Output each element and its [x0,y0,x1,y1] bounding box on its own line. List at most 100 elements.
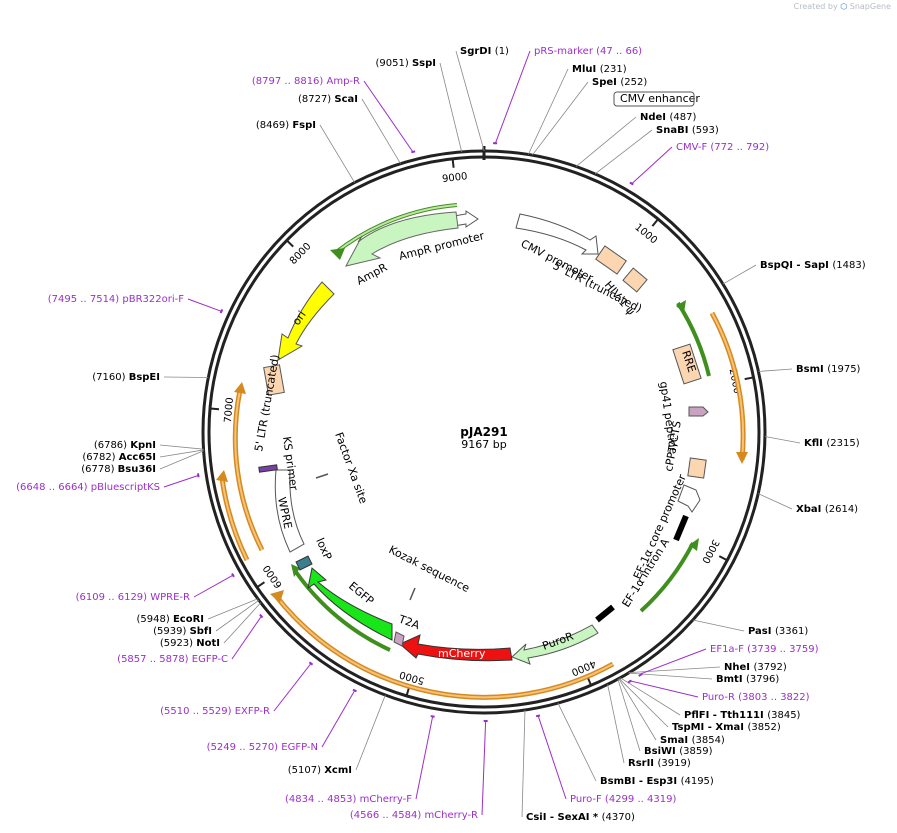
primer-leader-line [415,715,434,800]
restriction-site-label: BsmBI - Esp3I (4195) [600,776,714,787]
ruler-tick-label: 3000 [699,537,721,565]
site-name: Bsu36I [118,464,156,475]
restriction-site-label: PasI (3361) [748,626,808,637]
orf-track-right-arrow [736,452,748,464]
site-leader-line [758,368,793,372]
restriction-site-label: BsmI (1975) [796,364,861,375]
factorxa-label: Factor Xa site [332,431,370,506]
site-name: SgrDI [460,46,495,57]
site-position: (2315) [826,438,859,449]
ruler-tick-label: 9000 [442,171,469,185]
site-name: XbaI [796,504,825,515]
primer-label: CMV-F (772 .. 792) [676,142,769,153]
primer-leader-line [231,615,263,660]
site-name: BsmBI - Esp3I [600,776,681,787]
primer-leader-line [630,146,673,185]
primer-label: (6648 .. 6664) pBluescriptKS [16,482,160,493]
ruler-tick-label: 7000 [223,397,236,423]
ampr-track-arrow [330,248,345,260]
site-name: NheI [724,662,753,673]
site-leader-line [607,684,625,764]
site-position: (3361) [775,626,808,637]
gp41-shape [688,406,709,417]
site-position: (487) [670,112,697,123]
ampr-shape [345,211,459,267]
restriction-site-label: (8469) FspI [256,120,316,131]
site-leader-line [618,678,657,741]
site-leader-line [163,376,209,378]
primer-label: (5510 .. 5529) EXFP-R [160,706,270,717]
site-leader-line [531,81,589,156]
site-name: SpeI [592,77,620,88]
cmv-promoter-shape [515,213,599,255]
primer-marker [308,661,314,666]
site-name: SnaBI [656,125,692,136]
primer-leader-line [494,50,531,145]
primer-label: Puro-R (3803 .. 3822) [702,692,810,703]
5ltr-left-label: 5' LTR (truncated) [252,354,282,453]
site-position: (231) [600,64,627,75]
orf-track-left-1-inner [234,389,263,551]
snapgene-logo-icon: ⬡ [840,2,848,11]
restriction-site-label: MluI (231) [572,64,627,75]
restriction-site-label: (8727) ScaI [298,94,358,105]
ruler-tick [718,555,729,562]
site-position: (7160) [92,372,128,383]
site-leader-line [159,450,204,470]
restriction-site-label: BmtI (3796) [716,674,779,685]
site-position: (3854) [692,735,725,746]
orf-track-left-2-inner [221,477,248,561]
site-name: MluI [572,64,600,75]
site-position: (8727) [298,94,334,105]
site-name: FspI [292,120,316,131]
orf-track-bottom-inner [275,595,614,699]
restriction-site-label: SpeI (252) [592,77,647,88]
site-name: BsmI [796,364,827,375]
primer-leader-line [537,714,567,800]
site-name: TspMI - XmaI [672,722,747,733]
site-name: PasI [748,626,775,637]
restriction-site-label: (5923) NotI [160,638,220,649]
restriction-site-label: (6782) Acc65I [82,452,156,463]
primer-leader-line [481,719,487,816]
loxp-label: loxP [313,536,334,562]
ruler-tick-label: 6000 [261,563,284,590]
restriction-site-label: TspMI - XmaI (3852) [672,722,781,733]
primer-leader-line [163,474,200,488]
primer-label: (5249 .. 5270) EGFP-N [207,742,318,753]
primer-marker [638,673,643,677]
site-leader-line [223,602,262,644]
site-leader-line [692,619,745,632]
puror-shape [511,624,599,665]
site-position: (252) [620,77,647,88]
ruler-tick [651,217,660,227]
primer-label: (8797 .. 8816) Amp-R [252,76,360,87]
site-name: SbfI [190,626,212,637]
site-name: BspQI - SapI [760,260,832,271]
primer-label: (5857 .. 5878) EGFP-C [117,654,228,665]
rre-track-arrow [676,300,686,313]
primer-marker [231,572,235,578]
site-name: ScaI [334,94,358,105]
restriction-site-labels: SgrDI (1)(9051) SspI(8727) ScaI(8469) Fs… [81,46,866,823]
egfp-label: EGFP [346,579,376,607]
ef1a-intron-bar-2 [595,604,615,623]
primer-marker [430,715,435,718]
site-leader-line [594,129,653,175]
restriction-site-label: SgrDI (1) [460,46,509,57]
hiv-psi-box [622,267,648,293]
site-position: (3792) [753,662,786,673]
orf-track-left-1-arrow [234,382,246,394]
site-name: EcoRI [173,614,204,625]
restriction-site-label: PflFI - Tth111I (3845) [684,710,801,721]
orf-track-left-2-arrow [216,470,228,482]
mcherry-shape [399,634,513,662]
restriction-site-label: SmaI (3854) [660,735,725,746]
site-position: (6786) [94,440,130,451]
site-position: (5948) [137,614,173,625]
primer-leader-lines [163,50,707,816]
site-position: (4195) [681,776,714,787]
site-position: (2614) [825,504,858,515]
